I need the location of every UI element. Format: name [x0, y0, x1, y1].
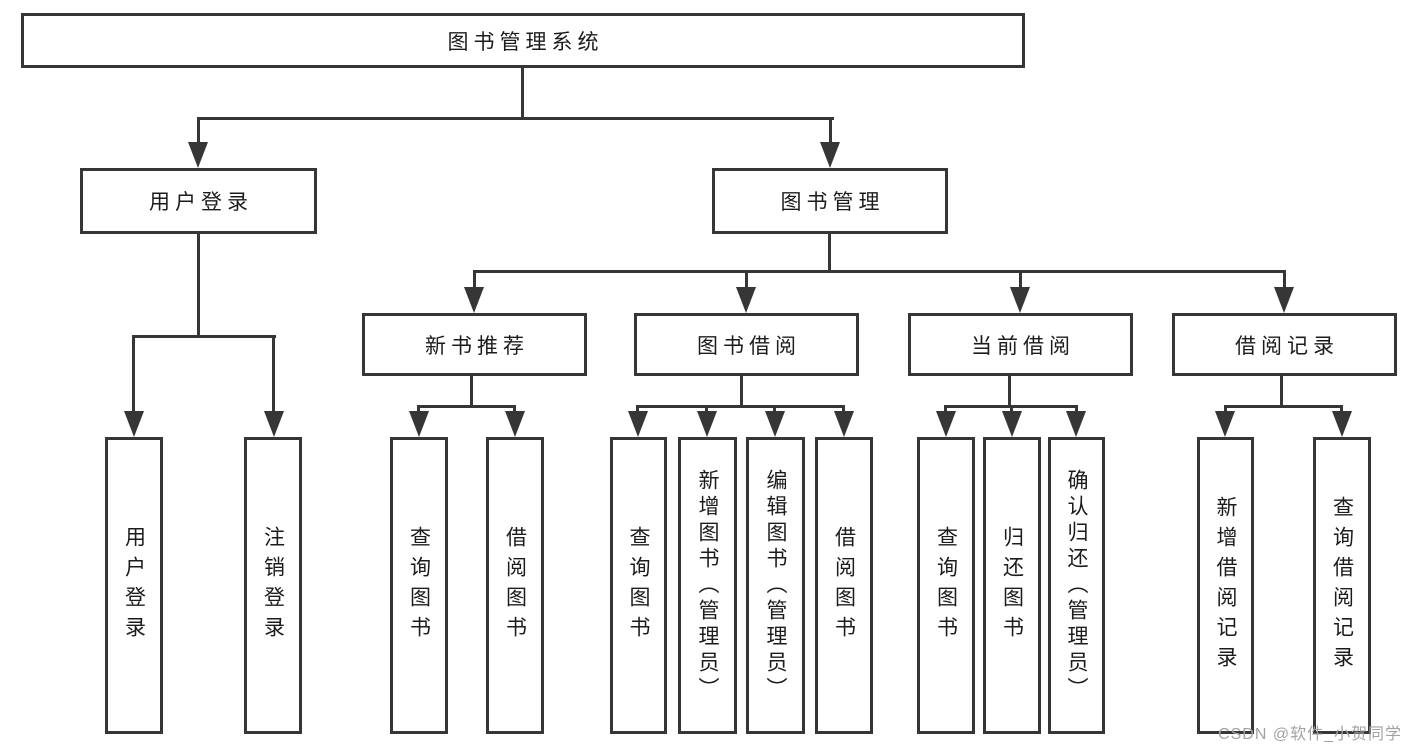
arrow-down-icon [736, 287, 756, 313]
arrow-down-icon [628, 411, 648, 437]
leaf-borrow-query-books-label: 查询图书 [627, 525, 651, 646]
connector-leaf-shaft [417, 405, 420, 414]
arrow-down-icon [1274, 287, 1294, 313]
node-new-book-recommend-label: 新书推荐 [425, 334, 529, 358]
arrow-down-icon [1332, 411, 1352, 437]
connector-root-stem [521, 68, 524, 117]
node-user-login: 用户登录 [80, 168, 317, 234]
connector-leaf-shaft [705, 405, 708, 414]
arrow-down-icon [1215, 411, 1235, 437]
leaf-borrow-query-books: 查询图书 [610, 437, 667, 734]
leaf-recommend-query-books: 查询图书 [390, 437, 448, 734]
connector-to-borrow-records [1283, 270, 1286, 290]
arrow-down-icon [505, 411, 525, 437]
node-new-book-recommend: 新书推荐 [362, 313, 587, 376]
node-root-system: 图书管理系统 [21, 13, 1025, 68]
leaf-current-query-books-label: 查询图书 [934, 525, 958, 646]
arrow-down-icon [820, 142, 840, 168]
leaf-records-add-borrow-record-label: 新增借阅记录 [1214, 495, 1238, 676]
connector-leaf-shaft [1010, 405, 1013, 414]
leaf-user-login: 用户登录 [105, 437, 163, 734]
arrow-down-icon [697, 411, 717, 437]
leaf-borrow-add-books-admin-label: 新增图书（管理员） [696, 468, 720, 703]
arrow-down-icon [464, 287, 484, 313]
arrow-down-icon [1066, 411, 1086, 437]
node-book-borrow-label: 图书借阅 [697, 334, 801, 358]
node-current-borrow: 当前借阅 [908, 313, 1133, 376]
leaf-current-return-books: 归还图书 [983, 437, 1041, 734]
leaf-recommend-borrow-books: 借阅图书 [486, 437, 544, 734]
connector-book-mgmt-stem [828, 234, 831, 270]
node-root-system-label: 图书管理系统 [447, 30, 604, 54]
leaf-borrow-add-books-admin: 新增图书（管理员） [678, 437, 737, 734]
leaf-records-query-borrow-record-label: 查询借阅记录 [1330, 495, 1354, 676]
arrow-down-icon [1010, 287, 1030, 313]
connector-user-login-branch [132, 335, 276, 338]
leaf-borrow-edit-books-admin-label: 编辑图书（管理员） [764, 468, 788, 703]
connector-leaf-shaft [636, 405, 639, 414]
connector-to-current-borrow [1019, 270, 1022, 290]
connector-leaf-shaft [842, 405, 845, 414]
csdn-watermark: CSDN @软件_小贺同学 [1218, 726, 1402, 743]
connector-borrow-records-branch [1224, 405, 1343, 408]
connector-to-book-borrow [745, 270, 748, 290]
arrow-down-icon [1002, 411, 1022, 437]
connector-book-borrow-branch [636, 405, 845, 408]
arrow-down-icon [409, 411, 429, 437]
node-borrow-records: 借阅记录 [1172, 313, 1397, 376]
arrow-down-icon [834, 411, 854, 437]
connector-root-branch [197, 117, 834, 120]
leaf-user-login-label: 用户登录 [122, 525, 146, 646]
node-book-borrow: 图书借阅 [634, 313, 859, 376]
node-book-management-label: 图书管理 [780, 191, 885, 214]
connector-borrow-records-stem [1280, 376, 1283, 405]
leaf-logout-login: 注销登录 [244, 437, 302, 734]
connector-new-book-rec-stem [470, 376, 473, 405]
leaf-records-query-borrow-record: 查询借阅记录 [1313, 437, 1371, 734]
node-borrow-records-label: 借阅记录 [1235, 334, 1339, 358]
leaf-records-add-borrow-record: 新增借阅记录 [1197, 437, 1254, 734]
leaf-logout-login-label: 注销登录 [261, 525, 285, 646]
leaf-recommend-borrow-books-label: 借阅图书 [503, 525, 527, 646]
leaf-recommend-query-books-label: 查询图书 [407, 525, 431, 646]
connector-leaf-shaft [1340, 405, 1343, 414]
leaf-current-query-books: 查询图书 [917, 437, 975, 734]
arrow-down-icon [188, 142, 208, 168]
leaf-current-confirm-return-admin-label: 确认归还（管理员） [1065, 468, 1089, 703]
connector-new-book-rec-branch [417, 405, 516, 408]
connector-book-mgmt-branch [473, 270, 1286, 273]
connector-leaf-shaft [1224, 405, 1227, 414]
connector-leaf-shaft [513, 405, 516, 414]
connector-root-to-user-login [197, 117, 200, 147]
leaf-borrow-borrow-books: 借阅图书 [815, 437, 873, 734]
arrow-down-icon [124, 411, 144, 437]
connector-user-login-stem [197, 234, 200, 335]
node-user-login-label: 用户登录 [149, 191, 253, 214]
arrow-down-icon [936, 411, 956, 437]
connector-leaf-shaft [773, 405, 776, 414]
leaf-borrow-edit-books-admin: 编辑图书（管理员） [746, 437, 805, 734]
leaf-borrow-borrow-books-label: 借阅图书 [832, 525, 856, 646]
arrow-down-icon [264, 411, 284, 437]
connector-to-leaf-user-login [132, 335, 135, 414]
node-book-management: 图书管理 [712, 168, 948, 234]
connector-leaf-shaft [944, 405, 947, 414]
arrow-down-icon [765, 411, 785, 437]
connector-root-to-book-mgmt [829, 117, 832, 147]
connector-to-new-book-rec [473, 270, 476, 290]
node-current-borrow-label: 当前借阅 [971, 334, 1075, 358]
leaf-current-return-books-label: 归还图书 [1000, 525, 1024, 646]
connector-current-borrow-stem [1008, 376, 1011, 405]
connector-to-leaf-logout [272, 335, 275, 414]
connector-leaf-shaft [1075, 405, 1078, 414]
connector-book-borrow-stem [740, 376, 743, 405]
leaf-current-confirm-return-admin: 确认归还（管理员） [1048, 437, 1105, 734]
